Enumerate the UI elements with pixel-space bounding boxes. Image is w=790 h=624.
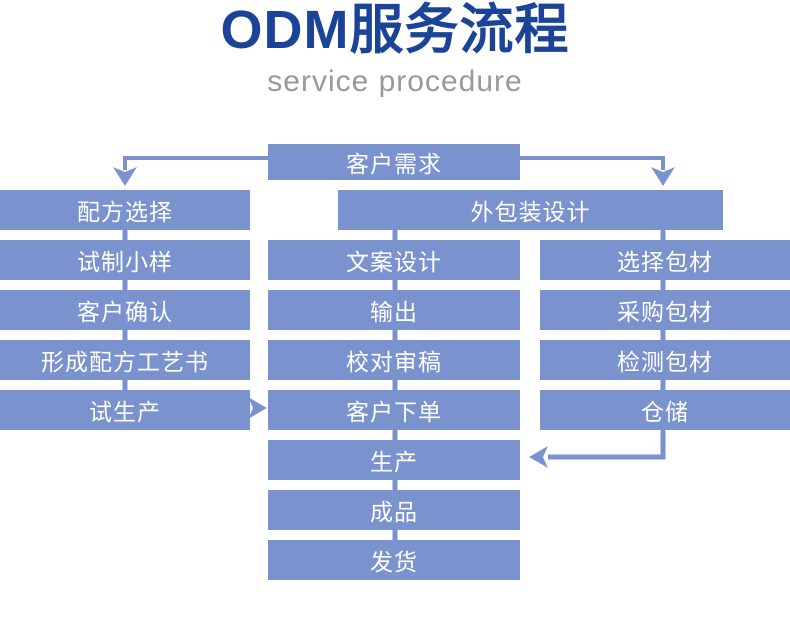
node-packaging-design: 外包装设计: [338, 190, 723, 230]
arrow-down-icon: [651, 167, 675, 186]
node-production: 生产: [268, 440, 520, 480]
connector-start-to-packaging: [520, 156, 675, 186]
arrow-down-icon: [113, 167, 137, 186]
node-copy-design: 文案设计: [268, 240, 520, 280]
node-trial-sample: 试制小样: [0, 240, 250, 280]
node-select-packaging: 选择包材: [540, 240, 790, 280]
node-customer-needs: 客户需求: [268, 144, 520, 180]
node-proofreading: 校对审稿: [268, 340, 520, 380]
arrow-right-icon: [248, 397, 267, 419]
connector-start-to-formula: [113, 156, 268, 186]
node-trial-production: 试生产: [0, 390, 250, 430]
node-customer-order: 客户下单: [268, 390, 520, 430]
node-customer-confirmation: 客户确认: [0, 290, 250, 330]
node-formula-process-document: 形成配方工艺书: [0, 340, 250, 380]
connector-warehouse-to-production: [529, 430, 666, 468]
page-subtitle: service procedure: [267, 65, 523, 98]
node-output: 输出: [268, 290, 520, 330]
node-finished-product: 成品: [268, 490, 520, 530]
node-shipment: 发货: [268, 540, 520, 580]
node-warehousing: 仓储: [540, 390, 790, 430]
connector-trial-to-order: [248, 397, 267, 419]
page-title: ODM服务流程: [220, 0, 570, 60]
node-purchase-packaging: 采购包材: [540, 290, 790, 330]
arrow-left-icon: [529, 446, 548, 468]
node-inspect-packaging: 检测包材: [540, 340, 790, 380]
node-formula-selection: 配方选择: [0, 190, 250, 230]
